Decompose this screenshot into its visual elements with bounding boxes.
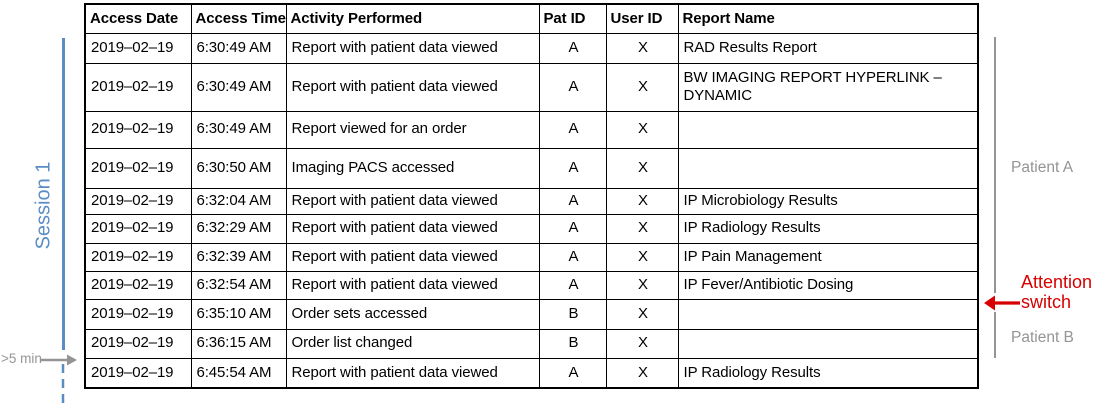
patient-b-label: Patient B <box>1011 329 1074 346</box>
cell-report-name: IP Radiology Results <box>677 213 979 244</box>
cell-activity: Report with patient data viewed <box>285 213 540 244</box>
attention-switch-label: Attention switch <box>1021 272 1093 312</box>
cell-activity: Report with patient data viewed <box>285 187 540 215</box>
cell-access-time: 6:32:54 AM <box>190 270 287 300</box>
cell-access-date: 2019–02–19 <box>84 62 192 112</box>
cell-access-time: 6:32:29 AM <box>190 213 287 244</box>
cell-pat-id: B <box>538 328 607 359</box>
cell-user-id: X <box>605 328 679 359</box>
cell-access-date: 2019–02–19 <box>84 213 192 244</box>
cell-report-name: IP Pain Management <box>677 242 979 272</box>
column-header-report-name: Report Name <box>677 3 979 34</box>
cell-activity: Imaging PACS accessed <box>285 147 540 189</box>
cell-report-name: BW IMAGING REPORT HYPERLINK – DYNAMIC <box>677 62 979 112</box>
cell-activity: Report viewed for an order <box>285 110 540 149</box>
cell-activity: Report with patient data viewed <box>285 242 540 272</box>
cell-activity: Report with patient data viewed <box>285 270 540 300</box>
cell-access-date: 2019–02–19 <box>84 298 192 330</box>
cell-report-name <box>677 110 979 149</box>
cell-access-time: 6:32:04 AM <box>190 187 287 215</box>
right-arrow-icon <box>40 354 77 366</box>
cell-report-name <box>677 328 979 359</box>
cell-access-time: 6:45:54 AM <box>190 357 287 389</box>
cell-user-id: X <box>605 32 679 64</box>
cell-activity: Order list changed <box>285 328 540 359</box>
session-label: Session 1 <box>32 161 55 250</box>
gap-label: >5 min <box>1 351 42 366</box>
left-arrow-icon <box>984 295 1020 311</box>
cell-user-id: X <box>605 270 679 300</box>
patient-a-line <box>994 37 996 293</box>
column-header-user-id: User ID <box>605 3 679 34</box>
cell-activity: Order sets accessed <box>285 298 540 330</box>
cell-user-id: X <box>605 357 679 389</box>
cell-pat-id: A <box>538 187 607 215</box>
cell-activity: Report with patient data viewed <box>285 357 540 389</box>
cell-report-name: IP Fever/Antibiotic Dosing <box>677 270 979 300</box>
cell-pat-id: A <box>538 270 607 300</box>
cell-activity: Report with patient data viewed <box>285 62 540 112</box>
cell-pat-id: B <box>538 298 607 330</box>
cell-pat-id: A <box>538 32 607 64</box>
patient-b-line <box>994 312 996 358</box>
audit-log-table: Access Date Access Time Activity Perform… <box>84 3 979 389</box>
cell-user-id: X <box>605 187 679 215</box>
cell-report-name <box>677 298 979 330</box>
cell-access-date: 2019–02–19 <box>84 242 192 272</box>
cell-access-date: 2019–02–19 <box>84 328 192 359</box>
cell-user-id: X <box>605 298 679 330</box>
cell-access-date: 2019–02–19 <box>84 147 192 189</box>
cell-access-time: 6:36:15 AM <box>190 328 287 359</box>
cell-pat-id: A <box>538 62 607 112</box>
column-header-pat-id: Pat ID <box>538 3 607 34</box>
cell-pat-id: A <box>538 242 607 272</box>
cell-access-date: 2019–02–19 <box>84 270 192 300</box>
cell-report-name: RAD Results Report <box>677 32 979 64</box>
column-header-activity: Activity Performed <box>285 3 540 34</box>
cell-access-date: 2019–02–19 <box>84 32 192 64</box>
column-header-access-date: Access Date <box>84 3 192 34</box>
cell-access-time: 6:30:49 AM <box>190 62 287 112</box>
column-header-access-time: Access Time <box>190 3 287 34</box>
cell-access-date: 2019–02–19 <box>84 187 192 215</box>
cell-access-time: 6:30:49 AM <box>190 32 287 64</box>
cell-user-id: X <box>605 147 679 189</box>
header-row: Access Date Access Time Activity Perform… <box>84 3 979 34</box>
session-line <box>62 38 65 350</box>
cell-user-id: X <box>605 213 679 244</box>
cell-access-time: 6:32:39 AM <box>190 242 287 272</box>
cell-report-name: IP Radiology Results <box>677 357 979 389</box>
cell-activity: Report with patient data viewed <box>285 32 540 64</box>
cell-user-id: X <box>605 110 679 149</box>
patient-a-label: Patient A <box>1011 159 1074 176</box>
cell-access-time: 6:30:49 AM <box>190 110 287 149</box>
cell-report-name <box>677 147 979 189</box>
cell-pat-id: A <box>538 213 607 244</box>
cell-pat-id: A <box>538 357 607 389</box>
cell-access-date: 2019–02–19 <box>84 357 192 389</box>
cell-pat-id: A <box>538 110 607 149</box>
cell-report-name: IP Microbiology Results <box>677 187 979 215</box>
session-dashed-line <box>61 364 65 404</box>
cell-user-id: X <box>605 62 679 112</box>
cell-access-time: 6:30:50 AM <box>190 147 287 189</box>
cell-access-time: 6:35:10 AM <box>190 298 287 330</box>
cell-pat-id: A <box>538 147 607 189</box>
cell-access-date: 2019–02–19 <box>84 110 192 149</box>
cell-user-id: X <box>605 242 679 272</box>
